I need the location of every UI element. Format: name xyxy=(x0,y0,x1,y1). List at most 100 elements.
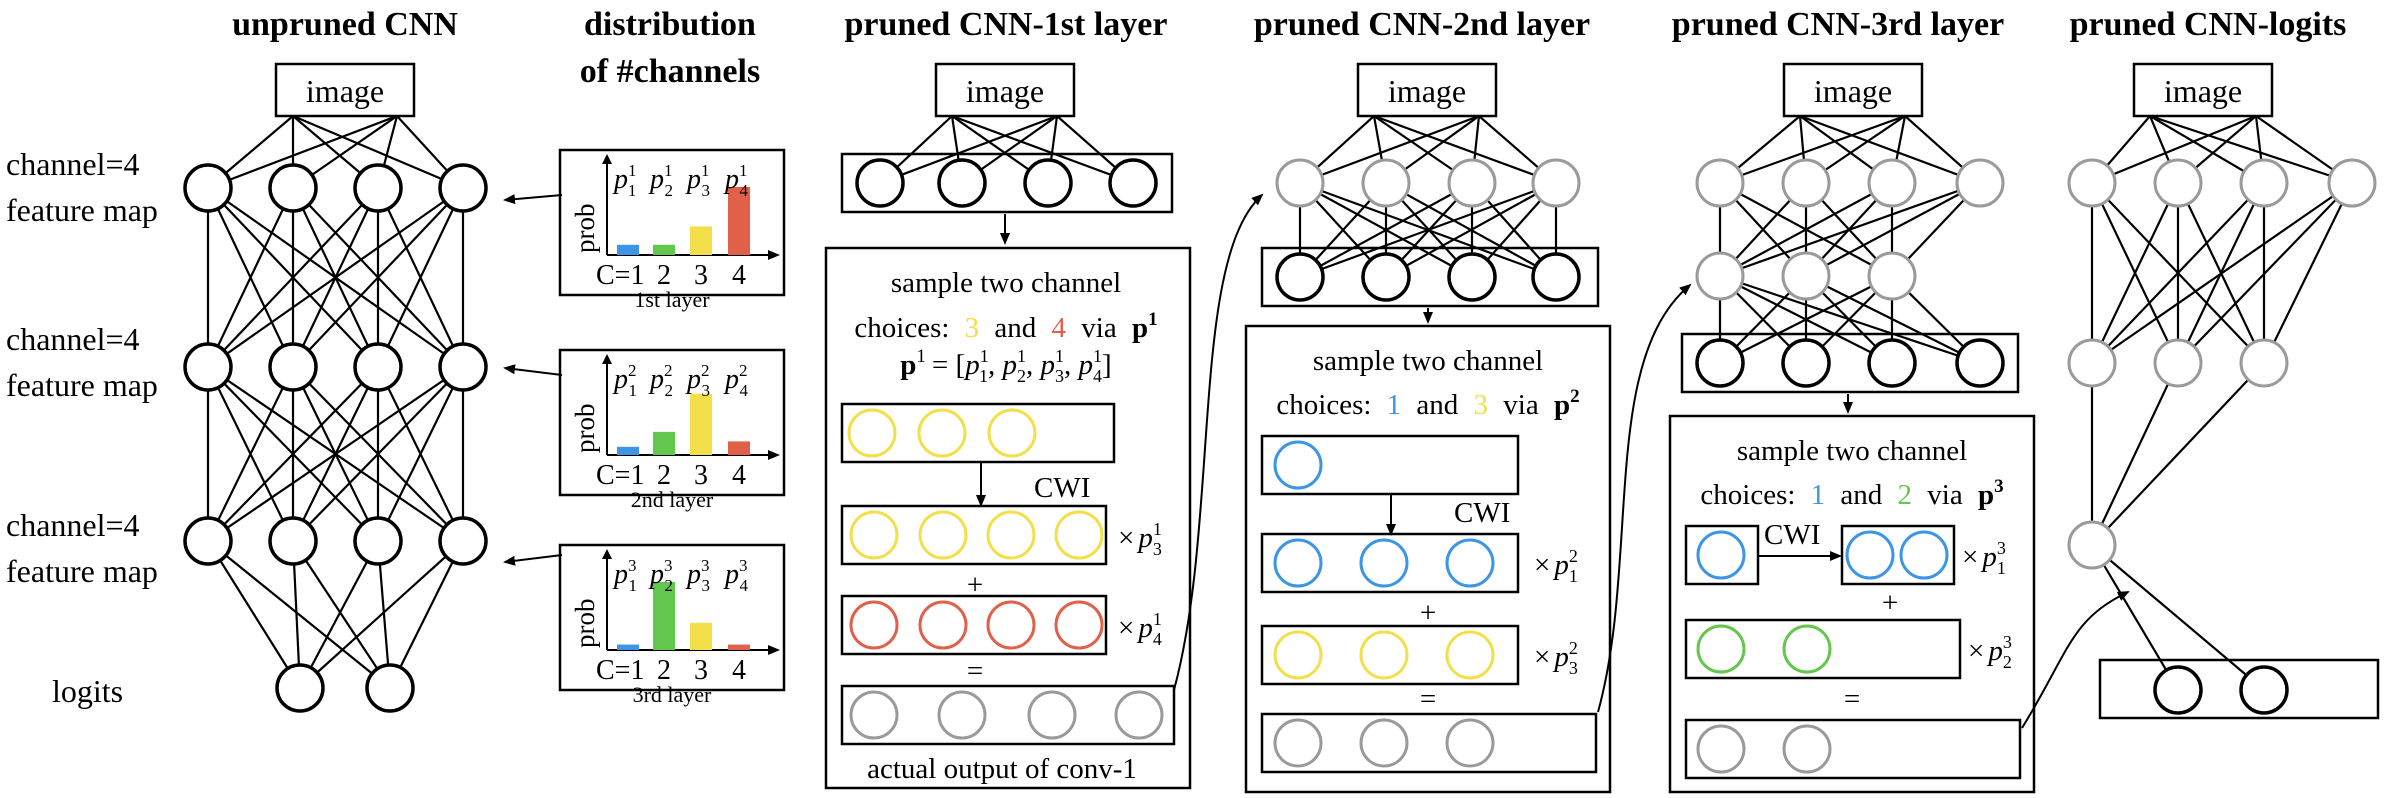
histogram-tick: 3 xyxy=(694,460,708,491)
edge xyxy=(207,366,464,542)
image-box-p3 xyxy=(1782,62,1924,118)
title-pruned-3rd: pruned CNN-3rd layer xyxy=(1672,6,2004,43)
edge xyxy=(2091,182,2179,364)
p3-result-box xyxy=(1684,718,2022,780)
histogram-bar xyxy=(690,393,712,455)
p3-gray-node xyxy=(1781,251,1831,301)
histogram-bar xyxy=(653,431,675,455)
p1-text-line2: choices: 3 and 4 via p1 xyxy=(854,309,1157,344)
p3-text-line2: choices: 1 and 2 via p3 xyxy=(1700,476,2003,511)
edge xyxy=(292,540,391,689)
edge xyxy=(2091,544,2179,691)
arrow-hist3-to-layer3 xyxy=(503,554,563,566)
p2-connections xyxy=(1298,114,1558,279)
unpruned-node xyxy=(438,163,488,213)
label-feature-map-2: feature map xyxy=(6,367,158,403)
p2-node xyxy=(1531,252,1581,302)
yellow-node xyxy=(849,510,899,560)
red-node xyxy=(1054,600,1104,650)
p3-choice-a: 1 xyxy=(1811,479,1826,511)
histogram-y-arrow xyxy=(602,354,612,364)
histogram-bar xyxy=(728,441,750,455)
edge xyxy=(207,540,391,689)
p1-choice-a: 3 xyxy=(965,312,980,344)
edge xyxy=(207,366,379,542)
p4-logits-box xyxy=(2098,658,2380,720)
p1-footer: actual output of conv-1 xyxy=(867,753,1137,785)
histogram-tick: 4 xyxy=(732,260,746,291)
unpruned-node xyxy=(353,342,403,392)
yellow-node xyxy=(1054,510,1104,560)
histogram-x-arrow xyxy=(768,250,780,260)
edge xyxy=(1719,181,1981,278)
title-pruned-2nd: pruned CNN-2nd layer xyxy=(1254,6,1590,43)
unpruned-logit-node xyxy=(365,663,415,713)
p3-gray-node xyxy=(1695,158,1745,208)
logit-node xyxy=(2153,665,2203,715)
logit-panel-gray-node xyxy=(2067,520,2117,570)
p3-gray-node xyxy=(1867,251,1917,301)
p3-gray-node xyxy=(1695,251,1745,301)
p3-node xyxy=(1695,338,1745,388)
arrow-hist2-to-layer2 xyxy=(503,364,563,376)
image-box-p2 xyxy=(1356,62,1498,118)
p2-node xyxy=(1447,252,1497,302)
yellow-node xyxy=(847,408,897,458)
yellow-node xyxy=(986,510,1036,560)
p1-sampling-box xyxy=(824,246,1192,790)
p3-choice-b: 2 xyxy=(1898,479,1913,511)
gray-node xyxy=(1114,690,1164,740)
p1-node xyxy=(1108,158,1158,208)
logit-panel-gray-node xyxy=(2067,158,2117,208)
histogram-ylabel: prob xyxy=(570,599,600,649)
p2-sampling-box xyxy=(1244,324,1612,794)
histogram-tick: 2 xyxy=(657,260,671,291)
unpruned-nodes xyxy=(183,163,488,713)
arrow-hist1-to-layer1 xyxy=(503,194,563,205)
histogram-tick: C=1 xyxy=(596,460,644,491)
histogram-ylabel: prob xyxy=(570,404,600,454)
p1-inner-nodes xyxy=(847,408,1164,740)
edge xyxy=(1299,181,1557,279)
edge xyxy=(207,366,294,542)
p3-node xyxy=(1867,338,1917,388)
p1-text-line1: sample two channel xyxy=(891,267,1121,299)
edge xyxy=(2091,362,2179,546)
edge xyxy=(2263,182,2353,364)
histogram-ylabel: prob xyxy=(570,204,600,254)
blue-node xyxy=(1359,538,1409,588)
gray-node xyxy=(1696,724,1746,774)
p2-yellow-box xyxy=(1260,624,1520,686)
blue-node xyxy=(1696,530,1746,580)
p3-equals: = xyxy=(1844,683,1860,715)
p4-nodes xyxy=(2067,158,2377,715)
histogram-bar xyxy=(690,622,712,650)
histogram-bar xyxy=(690,226,712,255)
unpruned-node xyxy=(268,163,318,213)
histogram-frame xyxy=(558,348,786,497)
p3-gray-node xyxy=(1955,158,2005,208)
yellow-node xyxy=(917,408,967,458)
logit-panel-gray-node xyxy=(2153,338,2203,388)
arrow-p3-to-logits xyxy=(2021,591,2130,729)
p1-p-sup: 1 xyxy=(1148,309,1158,330)
p1-choice-b: 4 xyxy=(1052,312,1067,344)
edge xyxy=(2091,182,2265,364)
edge xyxy=(2091,362,2265,546)
histogram-frame xyxy=(558,543,786,692)
p1-node xyxy=(1023,158,1073,208)
image-box-unpruned xyxy=(274,62,416,118)
p2-gray-node xyxy=(1275,158,1325,208)
panel-pruned-1st: image sample two channel choices: 3 and … xyxy=(824,62,1192,790)
histogram-x-arrow xyxy=(768,645,780,655)
blue-node xyxy=(1273,538,1323,588)
edge xyxy=(2149,114,2353,185)
p3-cwi-label: CWI xyxy=(1764,519,1820,551)
histogram-tick: C=1 xyxy=(596,655,644,686)
p3-text-line1: sample two channel xyxy=(1737,435,1967,467)
